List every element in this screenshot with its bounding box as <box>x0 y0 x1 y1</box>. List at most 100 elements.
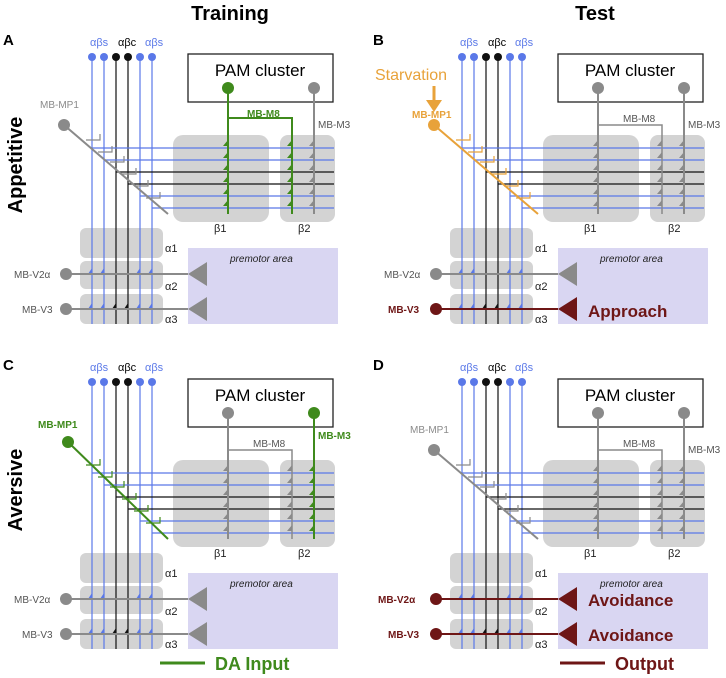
kc-soma <box>124 53 132 61</box>
mb-v3-terminal <box>188 297 207 321</box>
mb-mp1-branch <box>110 156 125 163</box>
alpha2-label: α2 <box>535 606 547 618</box>
synapse-marker <box>593 200 598 206</box>
synapse-marker <box>679 477 684 483</box>
mb-mp1-branch <box>146 517 161 524</box>
beta1-label: β1 <box>584 548 596 560</box>
synapse-marker <box>458 593 462 599</box>
abs-label-right: αβs <box>515 37 534 49</box>
panel-letter: B <box>373 32 384 49</box>
alpha1-label: α1 <box>165 568 177 580</box>
abs-label-right: αβs <box>145 37 164 49</box>
beta2-compartment <box>280 135 335 222</box>
alpha1-label: α1 <box>165 243 177 255</box>
mb-mp1-soma <box>62 436 74 448</box>
legend-output-label: Output <box>615 654 674 674</box>
synapse-marker <box>223 477 228 483</box>
panel-letter: C <box>3 357 14 374</box>
kc-soma <box>100 53 108 61</box>
beta2-compartment <box>650 135 705 222</box>
mb-m8-branch <box>598 449 663 539</box>
kc-soma <box>136 53 144 61</box>
synapse-marker <box>287 525 292 531</box>
beta2-label: β2 <box>668 223 680 235</box>
abc-label: αβc <box>118 362 137 374</box>
mb-m3-label: MB-M3 <box>688 445 721 456</box>
mb-m3-label: MB-M3 <box>318 431 351 442</box>
mb-mp1-axon <box>433 449 539 540</box>
synapse-marker <box>679 152 684 158</box>
mb-m3-soma <box>308 82 320 94</box>
mb-mp1-branch <box>492 168 507 175</box>
synapse-marker <box>494 303 498 309</box>
kc-soma <box>482 53 490 61</box>
mb-m3-soma <box>308 407 320 419</box>
synapse-marker <box>593 489 598 495</box>
mb-m8-label: MB-M8 <box>623 114 656 125</box>
legend-output: Output <box>560 654 674 674</box>
alpha1-compartment <box>80 228 163 258</box>
pam-cluster-box <box>557 53 704 103</box>
mb-mp1-branch <box>480 481 495 488</box>
synapse-marker <box>657 200 662 206</box>
synapse-marker <box>679 188 684 194</box>
beta1-label: β1 <box>584 223 596 235</box>
mb-mp1-branch <box>146 192 161 199</box>
mb-mp1-axon <box>63 124 169 215</box>
alpha1-compartment <box>80 553 163 583</box>
kc-soma <box>470 53 478 61</box>
kc-soma <box>482 378 490 386</box>
kc-soma <box>518 53 526 61</box>
alpha3-label: α3 <box>165 639 177 651</box>
kc-soma <box>112 378 120 386</box>
mb-v2a-soma <box>60 593 72 605</box>
beta2-compartment <box>650 460 705 547</box>
mb-mp1-label: MB-MP1 <box>38 420 78 431</box>
synapse-marker <box>287 477 292 483</box>
row-title-aversive: Aversive <box>5 449 27 532</box>
mb-m3-soma <box>678 407 690 419</box>
premotor-label: premotor area <box>229 579 293 590</box>
mb-v3-label: MB-V3 <box>388 305 420 316</box>
synapse-marker <box>88 303 92 309</box>
mb-mp1-branch <box>456 134 471 141</box>
mb-v2a-soma <box>430 268 442 280</box>
alpha2-label: α2 <box>165 281 177 293</box>
legend-da-input-label: DA Input <box>215 654 289 674</box>
synapse-marker <box>494 628 498 634</box>
synapse-marker <box>287 489 292 495</box>
mb-v3-soma <box>430 303 442 315</box>
synapse-marker <box>657 513 662 519</box>
mb-m8-soma <box>592 82 604 94</box>
synapse-marker <box>518 268 522 274</box>
kc-soma <box>148 378 156 386</box>
mb-v2a-terminal <box>188 262 207 286</box>
synapse-marker <box>657 525 662 531</box>
abs-label-left: αβs <box>460 37 479 49</box>
synapse-marker <box>223 501 228 507</box>
abs-label-right: αβs <box>145 362 164 374</box>
mb-mp1-branch <box>122 168 137 175</box>
abc-label: αβc <box>488 362 507 374</box>
synapse-marker <box>287 200 292 206</box>
kc-soma <box>458 378 466 386</box>
synapse-marker <box>518 593 522 599</box>
mb-v3-label: MB-V3 <box>22 305 53 316</box>
synapse-marker <box>100 303 104 309</box>
synapse-marker <box>148 303 152 309</box>
synapse-marker <box>287 140 292 146</box>
abc-label: αβc <box>488 37 507 49</box>
alpha1-label: α1 <box>535 243 547 255</box>
kc-soma <box>506 378 514 386</box>
mb-mp1-branch <box>492 493 507 500</box>
synapse-marker <box>593 501 598 507</box>
mb-v2a-terminal <box>558 587 577 611</box>
synapse-marker <box>287 176 292 182</box>
synapse-marker <box>309 152 314 158</box>
kc-soma <box>88 378 96 386</box>
synapse-marker <box>593 525 598 531</box>
synapse-marker <box>124 628 128 634</box>
pam-cluster-label: PAM cluster <box>215 61 306 80</box>
